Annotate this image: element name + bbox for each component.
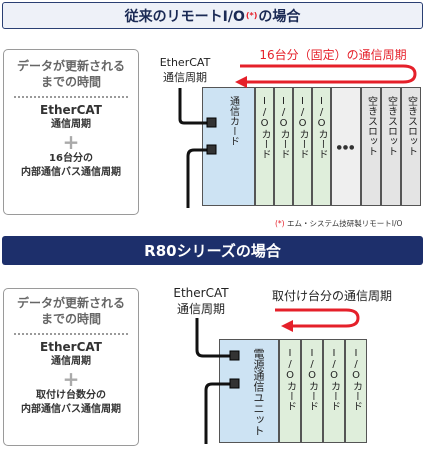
top-cycle-label: 16台分（固定）の通信周期 [259, 48, 407, 62]
top-io-card-4-label: I/Oカード [316, 96, 327, 159]
top-footnote-mark: (*) [275, 219, 285, 228]
top-title-banner: 従来のリモートI/O(*)の場合 [2, 2, 423, 29]
top-comm-card: 通信カード [202, 87, 255, 206]
top-port-1-icon [206, 117, 217, 128]
top-empty-slot-2-label: 空きスロット [385, 96, 397, 156]
top-empty-slot-1: 空きスロット [361, 87, 381, 206]
top-title-post: の場合 [258, 8, 301, 25]
bottom-cycle-arrow [275, 308, 360, 328]
bottom-io-card-4: I/Oカード [345, 339, 367, 443]
bottom-port-2-icon [229, 378, 240, 389]
top-box-divider [14, 96, 128, 98]
top-box-plus-icon: + [62, 130, 80, 154]
bottom-box-divider [14, 333, 128, 335]
bottom-io-card-3-label: I/Oカード [328, 348, 340, 411]
bottom-cable-in [195, 318, 232, 358]
top-ethercat-label: EtherCAT 通信周期 [150, 55, 220, 85]
bottom-io-card-2: I/Oカード [301, 339, 323, 443]
top-empty-slot-3-label: 空きスロット [405, 96, 417, 156]
bottom-io-card-3: I/Oカード [323, 339, 345, 443]
bottom-ethercat-line1: EtherCAT [173, 286, 229, 300]
top-io-card-1: I/Oカード [255, 87, 274, 206]
top-title-mark: (*) [245, 11, 258, 20]
top-comm-card-label: 通信カード [227, 96, 239, 146]
bottom-box-item1-1: EtherCAT [40, 340, 102, 354]
top-ellipsis-slot: ●●● [331, 87, 361, 206]
top-footnote: (*) エム・システム技研製リモートI/O [275, 218, 402, 229]
top-cable-out [186, 148, 214, 208]
bottom-ethercat-line2: 通信周期 [176, 302, 225, 316]
top-io-card-4: I/Oカード [312, 87, 331, 206]
top-ethercat-line2: 通信周期 [163, 71, 207, 84]
top-io-card-1-label: I/Oカード [259, 96, 270, 159]
bottom-box-item2-1: 取付け台数分の [36, 390, 106, 401]
bottom-info-box: データが更新される までの時間 EtherCAT 通信周期 + 取付け台数分の … [3, 288, 139, 446]
bottom-power-unit-label: 電源通信ユニット [252, 348, 265, 436]
bottom-box-heading-1: データが更新される [16, 296, 125, 310]
top-info-box: データが更新される までの時間 EtherCAT 通信周期 + 16台分の 内部… [3, 49, 139, 215]
top-footnote-text: エム・システム技研製リモートI/O [287, 219, 403, 228]
top-io-card-2-label: I/Oカード [278, 96, 289, 159]
top-cable-in [178, 88, 208, 125]
bottom-cable-out [204, 382, 232, 444]
top-box-item2-2: 内部通信バス通信周期 [21, 167, 121, 178]
top-empty-slot-3: 空きスロット [401, 87, 421, 206]
top-arrow-head-icon [235, 76, 247, 88]
top-ethercat-line1: EtherCAT [159, 56, 211, 69]
bottom-box-item1-2: 通信周期 [51, 356, 91, 367]
top-title-pre: 従来のリモートI/O [124, 8, 245, 25]
top-box-item2-1: 16台分の [49, 153, 93, 164]
top-cycle-arrow [240, 64, 417, 84]
bottom-box-plus-icon: + [62, 367, 80, 391]
top-box-heading-2: までの時間 [40, 75, 101, 89]
top-ellipsis: ●●● [336, 144, 356, 151]
top-io-card-3: I/Oカード [293, 87, 312, 206]
bottom-box-heading-2: までの時間 [40, 312, 101, 326]
bottom-io-card-2-label: I/Oカード [306, 348, 318, 411]
top-box-heading-1: データが更新される [16, 59, 125, 73]
bottom-arrow-head-icon [281, 320, 293, 332]
bottom-box-item2-2: 内部通信バス通信周期 [21, 404, 121, 415]
bottom-title-banner: R80シリーズの場合 [2, 236, 423, 265]
bottom-ethercat-label: EtherCAT 通信周期 [163, 285, 239, 317]
top-box-item1-2: 通信周期 [51, 119, 91, 130]
bottom-port-1-icon [229, 350, 240, 361]
bottom-io-card-4-label: I/Oカード [350, 348, 362, 411]
top-empty-slot-2: 空きスロット [381, 87, 401, 206]
top-io-card-2: I/Oカード [274, 87, 293, 206]
top-box-item1-1: EtherCAT [40, 103, 102, 117]
bottom-io-card-1: I/Oカード [279, 339, 301, 443]
bottom-cycle-label: 取付け台分の通信周期 [271, 289, 392, 303]
top-io-card-3-label: I/Oカード [297, 96, 308, 159]
bottom-io-card-1-label: I/Oカード [284, 348, 296, 411]
top-port-2-icon [206, 144, 217, 155]
top-empty-slot-1-label: 空きスロット [365, 96, 377, 156]
